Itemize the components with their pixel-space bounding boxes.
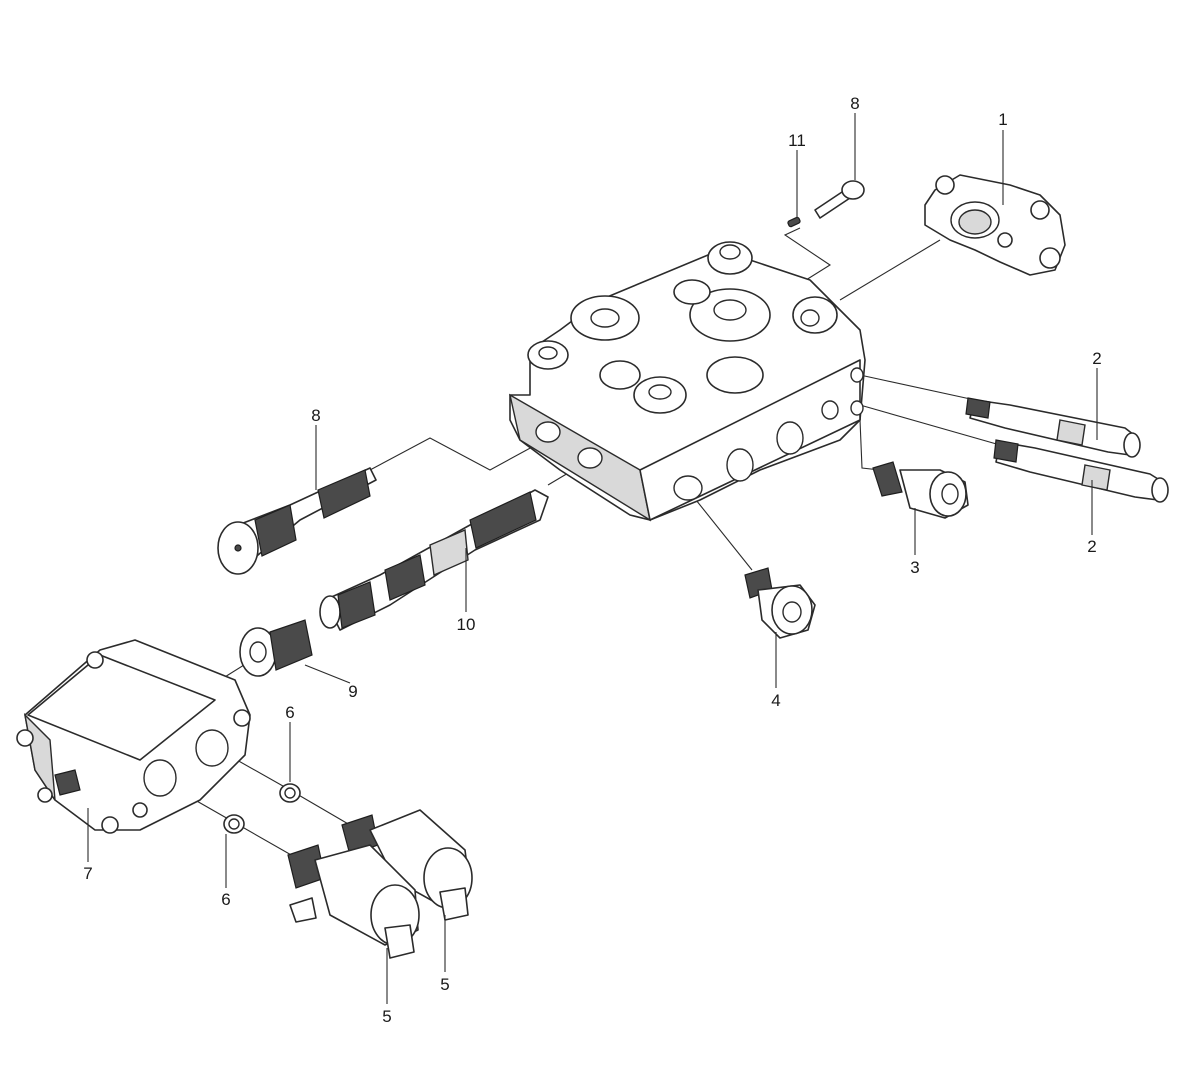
callout-8-top: 8: [850, 94, 859, 113]
part-1-cover-plate: [924, 174, 1066, 276]
part-6-seal-ring-upper: [279, 783, 301, 803]
callout-6-lower: 6: [221, 890, 230, 909]
part-8-spool-left: [217, 467, 377, 575]
callout-7: 7: [83, 864, 92, 883]
part-5-solenoid-upper: [341, 809, 473, 921]
callout-10: 10: [457, 615, 476, 634]
part-7-solenoid-housing: [16, 639, 251, 834]
part-10-main-spool: [319, 489, 549, 631]
part-5-solenoid-lower: [287, 844, 420, 959]
callout-5-right: 5: [440, 975, 449, 994]
part-4-banjo-bolt: [744, 567, 816, 639]
part-11-pin: [787, 216, 801, 228]
callout-5-left: 5: [382, 1007, 391, 1026]
callout-8-left: 8: [311, 406, 320, 425]
callout-2-lower: 2: [1087, 537, 1096, 556]
callout-3: 3: [910, 558, 919, 577]
part-3-valve-cartridge: [872, 461, 969, 519]
part-2-cartridge-lower: [993, 439, 1169, 503]
callout-labels: 1 8 11 2 2 3 4 8 10 9 6 6 7 5 5: [83, 94, 1101, 1026]
part-8-plug-top: [814, 180, 865, 219]
callout-6-upper: 6: [285, 703, 294, 722]
callout-1: 1: [998, 110, 1007, 129]
part-2-cartridge-upper: [965, 397, 1141, 458]
leader-lines: [87, 113, 1098, 1004]
part-6-seal-ring-lower: [223, 814, 245, 834]
callout-2-upper: 2: [1092, 349, 1101, 368]
callout-9: 9: [348, 682, 357, 701]
callout-4: 4: [771, 691, 780, 710]
valve-block-main-body: [508, 241, 866, 522]
part-9-spring-cap: [239, 619, 313, 677]
callout-11: 11: [788, 131, 806, 150]
